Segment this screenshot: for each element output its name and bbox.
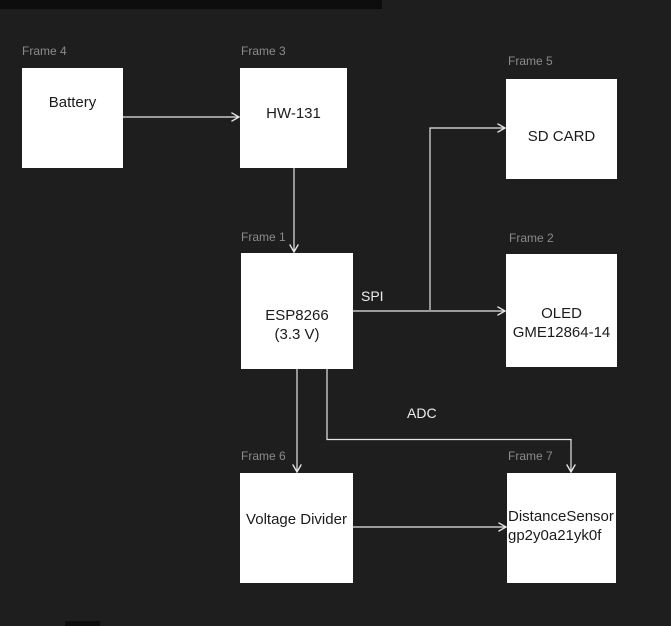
frame-label-hw131[interactable]: Frame 3 bbox=[241, 44, 286, 58]
arrow-spi-branch-to-sdcard bbox=[429, 123, 507, 310]
node-distance-sensor-label-line2: gp2y0a21yk0f bbox=[508, 527, 602, 544]
node-battery[interactable]: Battery bbox=[22, 68, 123, 168]
arrow-esp8266-to-distance-sensor-adc bbox=[326, 369, 576, 474]
letterbox-strip-top bbox=[0, 0, 382, 9]
node-esp8266-label-line1: ESP8266 bbox=[265, 307, 329, 324]
frame-label-voltage-divider[interactable]: Frame 6 bbox=[241, 449, 286, 463]
edge-label-adc: ADC bbox=[407, 405, 437, 421]
node-oled-label-line2: GME12864-14 bbox=[512, 323, 611, 341]
node-esp8266-label: ESP8266 (3.3 V) bbox=[265, 306, 328, 344]
node-distance-sensor[interactable]: DistanceSensor gp2y0a21yk0f bbox=[507, 473, 616, 583]
node-esp8266[interactable]: ESP8266 (3.3 V) bbox=[241, 253, 353, 369]
frame-label-sdcard[interactable]: Frame 5 bbox=[508, 54, 553, 68]
node-sdcard[interactable]: SD CARD bbox=[506, 79, 617, 179]
node-battery-label: Battery bbox=[48, 93, 97, 111]
frame-label-esp8266[interactable]: Frame 1 bbox=[241, 230, 286, 244]
node-oled-label: OLED GME12864-14 bbox=[513, 304, 611, 342]
frame-label-distance-sensor[interactable]: Frame 7 bbox=[508, 449, 553, 463]
node-distance-sensor-label-line1: DistanceSensor bbox=[508, 508, 614, 525]
frame-label-oled[interactable]: Frame 2 bbox=[509, 231, 554, 245]
node-sdcard-label: SD CARD bbox=[527, 127, 596, 145]
node-hw131[interactable]: HW-131 bbox=[240, 68, 347, 168]
node-oled[interactable]: OLED GME12864-14 bbox=[506, 254, 617, 367]
edge-label-spi: SPI bbox=[361, 288, 384, 304]
node-distance-sensor-label: DistanceSensor gp2y0a21yk0f bbox=[507, 507, 614, 545]
node-hw131-label: HW-131 bbox=[266, 104, 321, 122]
letterbox-strip-bottom bbox=[65, 621, 100, 626]
frame-label-battery[interactable]: Frame 4 bbox=[22, 44, 67, 58]
node-voltage-divider-label: Voltage Divider bbox=[246, 510, 347, 528]
node-voltage-divider[interactable]: Voltage Divider bbox=[240, 473, 353, 583]
node-esp8266-label-line2: (3.3 V) bbox=[274, 326, 320, 343]
node-oled-label-line1: OLED bbox=[541, 304, 582, 322]
